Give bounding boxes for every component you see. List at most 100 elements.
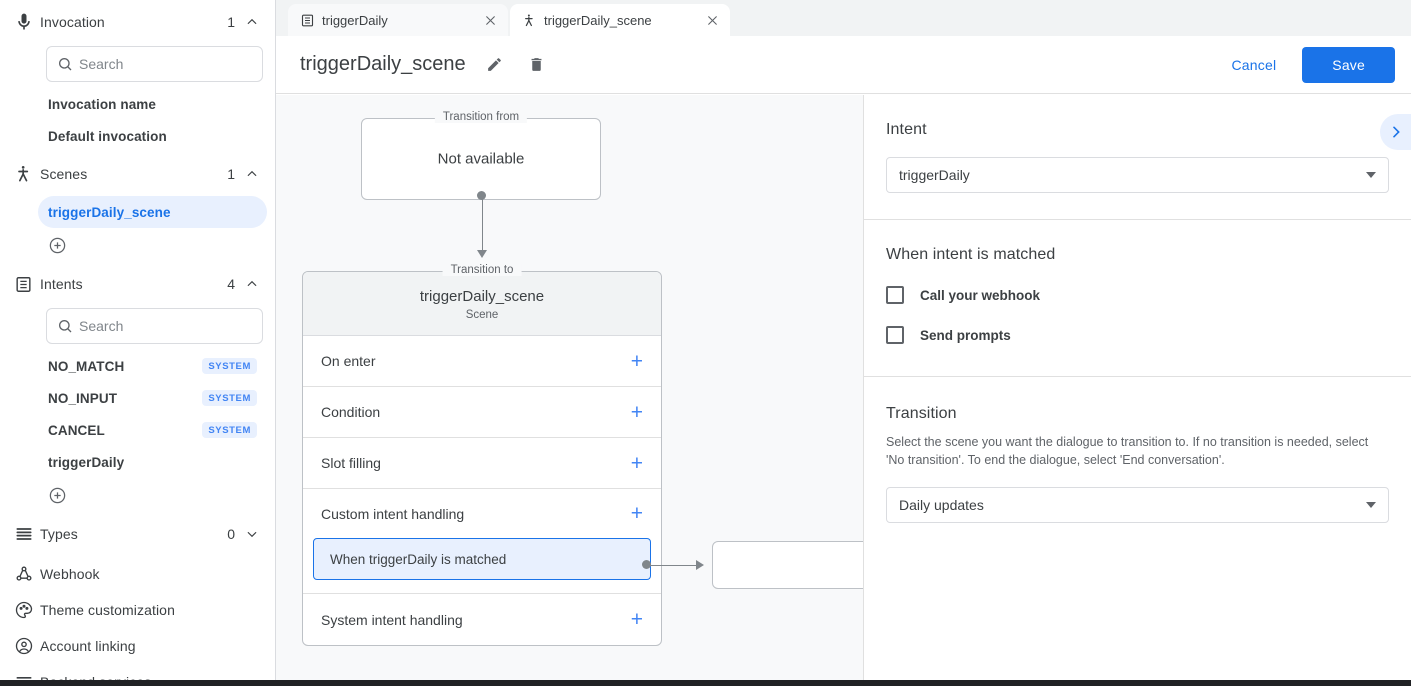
- sidebar-group-invocation[interactable]: Invocation 1: [0, 0, 275, 44]
- scene-node-card[interactable]: Transition to triggerDaily_scene Scene O…: [302, 264, 662, 646]
- intent-handler-chip[interactable]: When triggerDaily is matched: [313, 538, 651, 580]
- sidebar-item-label: Theme customization: [40, 602, 175, 618]
- sidebar-item-no-input[interactable]: NO_INPUT SYSTEM: [38, 382, 267, 414]
- chevron-up-icon[interactable]: [245, 167, 259, 181]
- add-intent-button[interactable]: [0, 478, 275, 512]
- add-custom-intent-icon[interactable]: +: [630, 502, 643, 525]
- tab-triggerdaily-scene[interactable]: triggerDaily_scene: [510, 4, 730, 36]
- scenes-icon: [522, 13, 544, 28]
- bottom-bar: [0, 680, 1411, 686]
- add-system-intent-icon[interactable]: +: [630, 608, 643, 631]
- sidebar-group-label: Intents: [40, 276, 83, 292]
- scene-row-slot-filling[interactable]: Slot filling +: [303, 438, 661, 489]
- sidebar-item-account-linking[interactable]: Account linking: [0, 628, 275, 664]
- transition-target-node[interactable]: Tr Dail: [712, 541, 863, 589]
- invocation-search-input[interactable]: Search: [46, 46, 263, 82]
- palette-icon: [14, 600, 40, 620]
- status-badge: SYSTEM: [202, 390, 257, 406]
- sidebar-item-label: Webhook: [40, 566, 100, 582]
- scenes-icon: [14, 164, 40, 184]
- search-placeholder: Search: [79, 318, 124, 334]
- sidebar-item-label: triggerDaily: [48, 454, 125, 470]
- sidebar-item-triggerdaily-scene[interactable]: triggerDaily_scene: [38, 196, 267, 228]
- sidebar-item-no-match[interactable]: NO_MATCH SYSTEM: [38, 350, 267, 382]
- page-header: triggerDaily_scene Cancel Save: [276, 36, 1411, 94]
- scene-row-custom-intent-handling[interactable]: Custom intent handling +: [303, 489, 661, 538]
- sidebar-item-backend-services[interactable]: Backend services: [0, 664, 275, 680]
- close-icon[interactable]: [702, 10, 722, 30]
- intent-select[interactable]: triggerDaily: [886, 157, 1389, 193]
- sidebar-group-types[interactable]: Types 0: [0, 512, 275, 556]
- sidebar-item-webhook[interactable]: Webhook: [0, 556, 275, 592]
- chevron-down-icon[interactable]: [245, 527, 259, 541]
- tab-strip: triggerDaily triggerDaily_scene: [276, 0, 1411, 36]
- intents-search-input[interactable]: Search: [46, 308, 263, 344]
- sidebar-group-scenes[interactable]: Scenes 1: [0, 152, 275, 196]
- sidebar-group-count: 1: [227, 14, 235, 30]
- chevron-up-icon[interactable]: [245, 15, 259, 29]
- sidebar-group-label: Invocation: [40, 14, 105, 30]
- intent-select-value: triggerDaily: [899, 167, 970, 183]
- scene-row-system-intent-handling[interactable]: System intent handling +: [303, 594, 661, 645]
- scene-canvas[interactable]: Transition from Not available Transition…: [276, 95, 863, 680]
- transition-to-legend: Transition to: [442, 264, 522, 276]
- sidebar-item-label: Account linking: [40, 638, 136, 654]
- scene-row-condition[interactable]: Condition +: [303, 387, 661, 438]
- add-on-enter-icon[interactable]: +: [630, 349, 643, 373]
- scene-row-label: Condition: [321, 404, 381, 420]
- chevron-down-icon: [1366, 172, 1376, 178]
- chevron-up-icon[interactable]: [245, 277, 259, 291]
- add-scene-button[interactable]: [0, 228, 275, 262]
- scene-row-label: Slot filling: [321, 455, 381, 471]
- sidebar-item-theme-customization[interactable]: Theme customization: [0, 592, 275, 628]
- tab-triggerdaily[interactable]: triggerDaily: [288, 4, 508, 36]
- connector-arrow: [476, 250, 487, 258]
- connector-arrow: [696, 559, 704, 570]
- checkbox-box[interactable]: [886, 326, 904, 344]
- sidebar-item-label: Invocation name: [48, 96, 157, 112]
- scene-card-subtitle: Scene: [465, 309, 499, 321]
- webhook-icon: [14, 564, 40, 584]
- close-icon[interactable]: [480, 10, 500, 30]
- add-slot-filling-icon[interactable]: +: [630, 451, 643, 475]
- transition-from-node[interactable]: Transition from Not available: [361, 111, 601, 200]
- tab-label: triggerDaily_scene: [544, 12, 652, 28]
- trash-icon[interactable]: [524, 52, 550, 78]
- transition-target-value: Dail: [717, 557, 863, 574]
- transition-heading: Transition: [886, 405, 957, 422]
- transition-description: Select the scene you want the dialogue t…: [886, 435, 1369, 468]
- sidebar-group-intents[interactable]: Intents 4: [0, 262, 275, 306]
- cancel-button[interactable]: Cancel: [1218, 49, 1291, 81]
- status-badge: SYSTEM: [202, 358, 257, 374]
- search-icon: [57, 56, 79, 72]
- sidebar-item-invocation-name[interactable]: Invocation name: [38, 88, 267, 120]
- sidebar-item-label: Backend services: [40, 674, 259, 680]
- save-button[interactable]: Save: [1302, 46, 1395, 83]
- sidebar-item-label: triggerDaily_scene: [48, 204, 171, 220]
- plus-circle-icon: [49, 487, 66, 503]
- microphone-icon: [14, 12, 40, 32]
- checkbox-box[interactable]: [886, 286, 904, 304]
- transition-select[interactable]: Daily updates: [886, 487, 1389, 524]
- checkbox-label: Send prompts: [920, 327, 1011, 343]
- scene-row-on-enter[interactable]: On enter +: [303, 336, 661, 387]
- status-badge: SYSTEM: [202, 422, 257, 438]
- sidebar-item-cancel[interactable]: CANCEL SYSTEM: [38, 414, 267, 446]
- add-condition-icon[interactable]: +: [630, 400, 643, 424]
- intents-icon: [14, 275, 40, 294]
- intents-icon: [300, 13, 322, 28]
- sidebar-group-label: Scenes: [40, 166, 88, 182]
- sidebar-group-count: 0: [227, 526, 235, 542]
- plus-circle-icon: [49, 237, 66, 253]
- sidebar-item-triggerdaily[interactable]: triggerDaily: [38, 446, 267, 478]
- sidebar-group-count: 4: [227, 276, 235, 292]
- pencil-icon[interactable]: [482, 52, 508, 78]
- transition-from-legend: Transition from: [434, 111, 528, 123]
- transition-from-value: Not available: [437, 150, 525, 168]
- checkbox-call-your-webhook[interactable]: Call your webhook: [886, 286, 1389, 304]
- collapse-panel-button[interactable]: [1380, 114, 1411, 150]
- sidebar-item-default-invocation[interactable]: Default invocation: [38, 120, 267, 152]
- intent-heading: Intent: [886, 121, 927, 138]
- when-intent-matched-section: When intent is matched Call your webhook…: [864, 220, 1411, 377]
- checkbox-send-prompts[interactable]: Send prompts: [886, 326, 1389, 344]
